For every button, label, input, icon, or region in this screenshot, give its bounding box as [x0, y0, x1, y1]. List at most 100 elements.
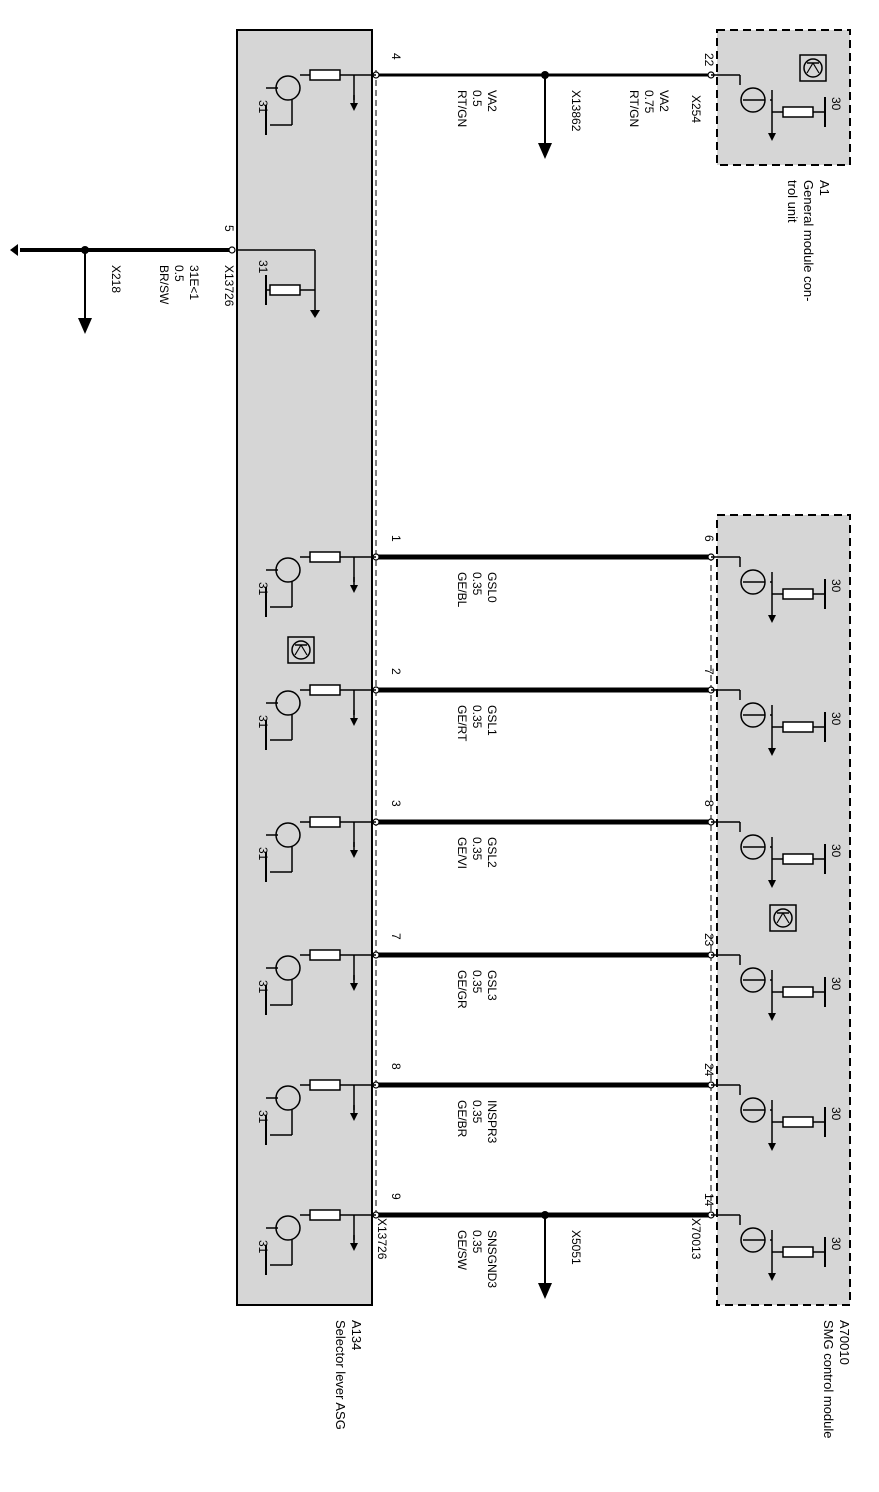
wire-va2-gauge-2: 0.5: [470, 90, 484, 107]
smg-stage-6-supply-label: 30: [829, 1237, 843, 1251]
wire-gsl2-signal: GSL2: [485, 837, 499, 868]
wire-va2-color: RT/GN: [627, 90, 641, 127]
wire-gsl1-from-pin: 7: [702, 668, 716, 675]
wire-va2-gauge: 0.75: [642, 90, 656, 114]
wire-snsgnd3-splice-label: X5051: [569, 1230, 583, 1265]
selector-stage-3-ground-label: 31: [256, 715, 270, 729]
selector-stage-4-ground-label: 31: [256, 847, 270, 861]
wire-gsl0-signal: GSL0: [485, 572, 499, 603]
wire-va2-from-pin: 22: [702, 53, 716, 67]
selector-stage-7-resistor: [309, 1209, 341, 1221]
wire-gsl0-color: GE/BL: [455, 572, 469, 608]
wire-va2-splice-label: X13862: [569, 90, 583, 132]
wire-gsl2-from-pin: 8: [702, 800, 716, 807]
wire-gsl0-to-pin: 1: [389, 535, 403, 542]
smg-module-box: [716, 514, 851, 1306]
smg-module-name: SMG control module: [821, 1320, 836, 1439]
wire-gsl3-from-pin: 23: [702, 933, 716, 947]
wire-inspr3-to-pin: 8: [389, 1063, 403, 1070]
selector-stage-2-resistor: [309, 551, 341, 563]
general-module-label: A1 General module con- trol unit: [785, 180, 832, 301]
wire-snsgnd3-from-pin: 14: [702, 1193, 716, 1207]
wire-inspr3-signal: INSPR3: [485, 1100, 499, 1144]
ground-wire-color: BR/SW: [157, 265, 171, 305]
ground-bar-label: 31: [256, 260, 270, 274]
wire-gsl1-to-pin: 2: [389, 668, 403, 675]
selector-stage-1-resistor: [309, 69, 341, 81]
ground-resistor: [269, 284, 301, 296]
smg-module-label: A70010 SMG control module: [821, 1320, 852, 1439]
wire-gsl0-from-pin: 6: [702, 535, 716, 542]
wire-snsgnd3-color: GE/SW: [455, 1230, 469, 1271]
smg-stage-1-resistor: [782, 588, 814, 600]
wire-snsgnd3-splice-arrow: [538, 1283, 552, 1299]
wire-gsl3-signal: GSL3: [485, 970, 499, 1001]
wire-snsgnd3-signal: SNSGND3: [485, 1230, 499, 1288]
general-module-id: A1: [817, 180, 832, 196]
wire-gsl1-color: GE/RT: [455, 705, 469, 742]
wire-va2-color-2: RT/GN: [455, 90, 469, 127]
wire-snsgnd3-gauge: 0.35: [470, 1230, 484, 1254]
smg-stage-1-supply-label: 30: [829, 579, 843, 593]
wire-gsl3-gauge: 0.35: [470, 970, 484, 994]
smg-stage-2-supply-label: 30: [829, 712, 843, 726]
ground-wire-signal: 31E<1: [187, 265, 201, 300]
selector-connector-label: X13726: [375, 1218, 389, 1260]
wire-inspr3-gauge: 0.35: [470, 1100, 484, 1124]
selector-stage-6-resistor: [309, 1079, 341, 1091]
smg-circuits: 30 30 30 30 30 30: [711, 556, 843, 1282]
selector-stage-3-resistor: [309, 684, 341, 696]
smg-stage-4-supply-label: 30: [829, 977, 843, 991]
selector-module-id: A134: [349, 1320, 364, 1350]
wire-snsgnd3-to-pin: 9: [389, 1193, 403, 1200]
selector-stage-4-resistor: [309, 816, 341, 828]
wire-inspr3-color: GE/BR: [455, 1100, 469, 1138]
selector-module-label: A134 Selector lever ASG: [333, 1320, 364, 1430]
general-module-name-line1: General module con-: [801, 180, 816, 301]
wire-gsl1-gauge: 0.35: [470, 705, 484, 729]
ground-wire-gauge: 0.5: [172, 265, 186, 282]
wire-gsl1-signal: GSL1: [485, 705, 499, 736]
smg-stage-3-resistor: [782, 853, 814, 865]
wire-gsl0-gauge: 0.35: [470, 572, 484, 596]
general-stage-supply-label: 30: [829, 97, 843, 111]
general-connector-label: X254: [689, 95, 703, 123]
selector-module-name: Selector lever ASG: [333, 1320, 348, 1430]
ground-wire-connector: X13726: [222, 265, 236, 307]
smg-stage-3-supply-label: 30: [829, 844, 843, 858]
wire-gsl3-to-pin: 7: [389, 933, 403, 940]
wire-va2-signal: VA2: [657, 90, 671, 112]
smg-stage-5-supply-label: 30: [829, 1107, 843, 1121]
smg-stage-6-resistor: [782, 1246, 814, 1258]
wire-va2-to-pin: 4: [389, 53, 403, 60]
wire-gsl2-color: GE/VI: [455, 837, 469, 869]
wire-inspr3-from-pin: 24: [702, 1063, 716, 1077]
wire-gsl2-gauge: 0.35: [470, 837, 484, 861]
smg-stage-4-resistor: [782, 986, 814, 998]
selector-stage-6-ground-label: 31: [256, 1110, 270, 1124]
selector-stage-5-ground-label: 31: [256, 980, 270, 994]
wire-va2-splice-arrow: [538, 143, 552, 159]
ground-internal-arrow: [310, 310, 320, 318]
smg-stage-5-resistor: [782, 1116, 814, 1128]
ground-wire-splice-label: X218: [109, 265, 123, 293]
selector-module-box: [236, 29, 373, 1306]
smg-connector-label: X70013: [689, 1218, 703, 1260]
wire-va2-signal-2: VA2: [485, 90, 499, 112]
wire-gsl2-to-pin: 3: [389, 800, 403, 807]
smg-module-id: A70010: [837, 1320, 852, 1365]
ground-wire-terminal: [228, 246, 236, 254]
general-module-name-line2: trol unit: [785, 180, 800, 223]
ground-wire-pin: 5: [222, 225, 236, 232]
wire-gsl3-color: GE/GR: [455, 970, 469, 1009]
selector-stage-5-resistor: [309, 949, 341, 961]
general-circuit: 30: [711, 74, 843, 142]
selector-stage-7-ground-label: 31: [256, 1240, 270, 1254]
smg-stage-2-resistor: [782, 721, 814, 733]
general-stage-resistor: [782, 106, 814, 118]
ground-wire-end-arrow: [10, 244, 18, 256]
ground-wire-splice-arrow: [78, 318, 92, 334]
